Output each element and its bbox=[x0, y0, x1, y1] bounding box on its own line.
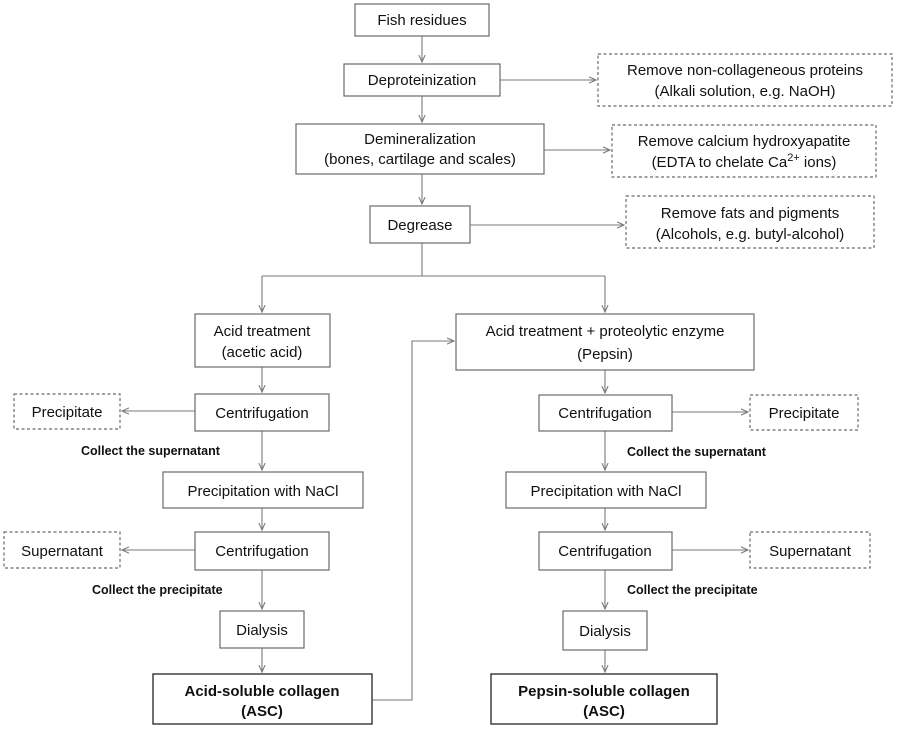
right-collect-supernatant-label: Collect the supernatant bbox=[627, 445, 767, 459]
degrease-label: Degrease bbox=[387, 217, 452, 234]
deproteinization-label: Deproteinization bbox=[368, 72, 476, 89]
acid-soluble-collagen-sublabel: (ASC) bbox=[241, 703, 283, 720]
remove-proteins-label: Remove non-collageneous proteins bbox=[627, 62, 863, 79]
left-centrifugation-1-label: Centrifugation bbox=[215, 405, 308, 422]
left-dialysis-label: Dialysis bbox=[236, 622, 288, 639]
node-right-supernatant: Supernatant bbox=[749, 531, 871, 569]
left-supernatant-label: Supernatant bbox=[21, 543, 104, 560]
arrow-asc-to-acid-enzyme bbox=[372, 341, 454, 701]
node-left-precipitation-nacl: Precipitation with NaCl bbox=[162, 471, 364, 509]
node-left-precipitate: Precipitate bbox=[13, 393, 121, 430]
node-left-supernatant: Supernatant bbox=[3, 531, 121, 569]
node-right-precipitate: Precipitate bbox=[749, 394, 859, 431]
node-demineralization: Demineralization (bones, cartilage and s… bbox=[295, 123, 545, 175]
node-acid-treatment: Acid treatment (acetic acid) bbox=[194, 313, 331, 368]
right-branch: Acid treatment + proteolytic enzyme (Pep… bbox=[455, 313, 871, 725]
node-acid-enzyme-treatment: Acid treatment + proteolytic enzyme (Pep… bbox=[455, 313, 755, 371]
node-right-centrifugation-1: Centrifugation bbox=[538, 394, 673, 432]
acid-treatment-label: Acid treatment bbox=[214, 323, 312, 340]
right-supernatant-label: Supernatant bbox=[769, 543, 852, 560]
node-left-centrifugation-2: Centrifugation bbox=[194, 531, 330, 571]
demineralization-label: Demineralization bbox=[364, 131, 476, 148]
node-pepsin-soluble-collagen: Pepsin-soluble collagen (ASC) bbox=[490, 673, 718, 725]
remove-proteins-sublabel: (Alkali solution, e.g. NaOH) bbox=[655, 83, 836, 100]
left-collect-precipitate-label: Collect the precipitate bbox=[92, 583, 223, 597]
pepsin-soluble-collagen-sublabel: (ASC) bbox=[583, 703, 625, 720]
acid-enzyme-sublabel: (Pepsin) bbox=[577, 346, 633, 363]
remove-calcium-sublabel: (EDTA to chelate Ca2+ ions) bbox=[652, 152, 837, 171]
node-remove-fats: Remove fats and pigments (Alcohols, e.g.… bbox=[625, 195, 875, 249]
node-deproteinization: Deproteinization bbox=[343, 63, 501, 97]
node-degrease: Degrease bbox=[369, 205, 471, 244]
remove-fats-label: Remove fats and pigments bbox=[661, 205, 839, 222]
node-fish-residues: Fish residues bbox=[354, 3, 490, 37]
left-branch: Acid treatment (acetic acid) Centrifugat… bbox=[3, 313, 373, 725]
right-precipitation-nacl-label: Precipitation with NaCl bbox=[531, 483, 682, 500]
node-left-dialysis: Dialysis bbox=[219, 610, 305, 649]
node-right-centrifugation-2: Centrifugation bbox=[538, 531, 673, 571]
remove-calcium-label: Remove calcium hydroxyapatite bbox=[638, 133, 851, 150]
acid-treatment-sublabel: (acetic acid) bbox=[222, 344, 303, 361]
left-collect-supernatant-label: Collect the supernatant bbox=[81, 444, 221, 458]
right-centrifugation-1-label: Centrifugation bbox=[558, 405, 651, 422]
fish-residues-label: Fish residues bbox=[377, 12, 466, 29]
connectors bbox=[122, 36, 748, 701]
right-collect-precipitate-label: Collect the precipitate bbox=[627, 583, 758, 597]
node-acid-soluble-collagen: Acid-soluble collagen (ASC) bbox=[152, 673, 373, 725]
node-right-precipitation-nacl: Precipitation with NaCl bbox=[505, 471, 707, 509]
right-precipitate-label: Precipitate bbox=[769, 405, 840, 422]
demineralization-sublabel: (bones, cartilage and scales) bbox=[324, 151, 516, 168]
remove-fats-sublabel: (Alcohols, e.g. butyl-alcohol) bbox=[656, 226, 844, 243]
right-centrifugation-2-label: Centrifugation bbox=[558, 543, 651, 560]
acid-enzyme-label: Acid treatment + proteolytic enzyme bbox=[486, 323, 725, 340]
node-left-centrifugation-1: Centrifugation bbox=[194, 393, 330, 432]
left-centrifugation-2-label: Centrifugation bbox=[215, 543, 308, 560]
left-precipitate-label: Precipitate bbox=[32, 404, 103, 421]
node-remove-calcium: Remove calcium hydroxyapatite (EDTA to c… bbox=[611, 124, 877, 178]
node-right-dialysis: Dialysis bbox=[562, 610, 648, 651]
left-precipitation-nacl-label: Precipitation with NaCl bbox=[188, 483, 339, 500]
right-dialysis-label: Dialysis bbox=[579, 623, 631, 640]
acid-soluble-collagen-label: Acid-soluble collagen bbox=[184, 683, 339, 700]
pepsin-soluble-collagen-label: Pepsin-soluble collagen bbox=[518, 683, 690, 700]
node-remove-proteins: Remove non-collageneous proteins (Alkali… bbox=[597, 53, 893, 107]
